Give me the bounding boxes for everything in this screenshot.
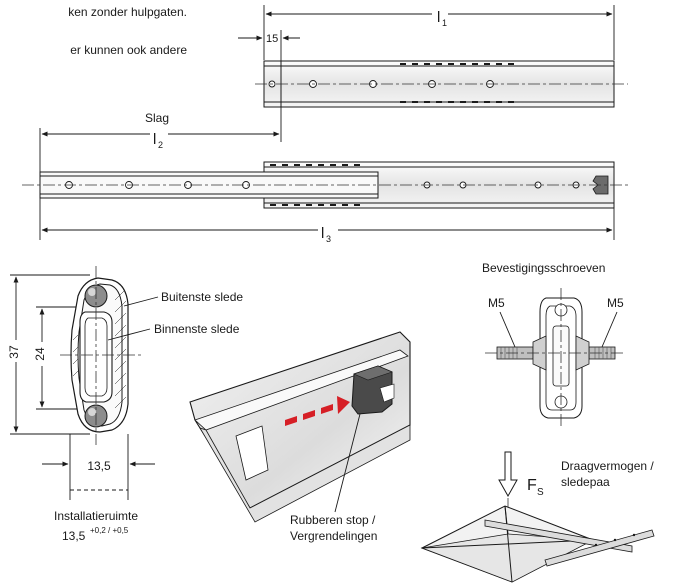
mounting-screws-view: Bevestigingsschroeven M5 M5 [482, 261, 625, 428]
screw-right-label: M5 [607, 296, 624, 310]
stop-detail-view: Rubberen stop / Vergrendelingen [189, 331, 411, 543]
force-subscript: S [537, 487, 544, 498]
slide-direction-arrow-icon [285, 396, 350, 426]
screw-left-label: M5 [488, 296, 505, 310]
screws-title: Bevestigingsschroeven [482, 261, 605, 275]
dim-l3-label: l [321, 225, 324, 242]
install-space-label: Installatieruimte [54, 509, 138, 523]
dim-24-label: 24 [33, 347, 47, 361]
intro-text-line-2: er kunnen ook andere [70, 43, 187, 57]
dim-l2-label: l [153, 131, 156, 148]
dim-l1-label: l [437, 9, 440, 26]
cross-section-view: 37 24 Buitenste slede Binnenste sled [7, 266, 243, 543]
dim-37-label: 37 [7, 345, 21, 359]
dim-15-label: 15 [266, 33, 278, 45]
stop-label-line-1: Rubberen stop / [290, 513, 376, 527]
load-label-line-2: sledepaa [561, 475, 610, 489]
force-label: F [527, 477, 537, 494]
dim-l2-subscript: 2 [158, 140, 163, 150]
install-space-tolerance: +0,2 / +0,5 [90, 526, 129, 535]
dim-width-label: 13,5 [87, 459, 111, 473]
force-arrow-icon [498, 451, 518, 498]
load-capacity-view: F S Draagvermogen / sledepaa [420, 451, 655, 583]
load-label-line-1: Draagvermogen / [561, 459, 654, 473]
outer-rail-label: Buitenste slede [161, 290, 243, 304]
stop-label-line-2: Vergrendelingen [290, 529, 377, 543]
extended-rail-view: Slag l 2 l 3 [22, 111, 630, 244]
stroke-label: Slag [145, 111, 169, 125]
inner-rail-label: Binnenste slede [154, 322, 240, 336]
dim-l1-subscript: 1 [442, 18, 447, 28]
retracted-rail-view: l 1 15 [238, 5, 628, 142]
intro-text-line-1: ken zonder hulpgaten. [68, 5, 187, 19]
install-space-value: 13,5 [62, 529, 86, 543]
dim-l3-subscript: 3 [326, 234, 331, 244]
